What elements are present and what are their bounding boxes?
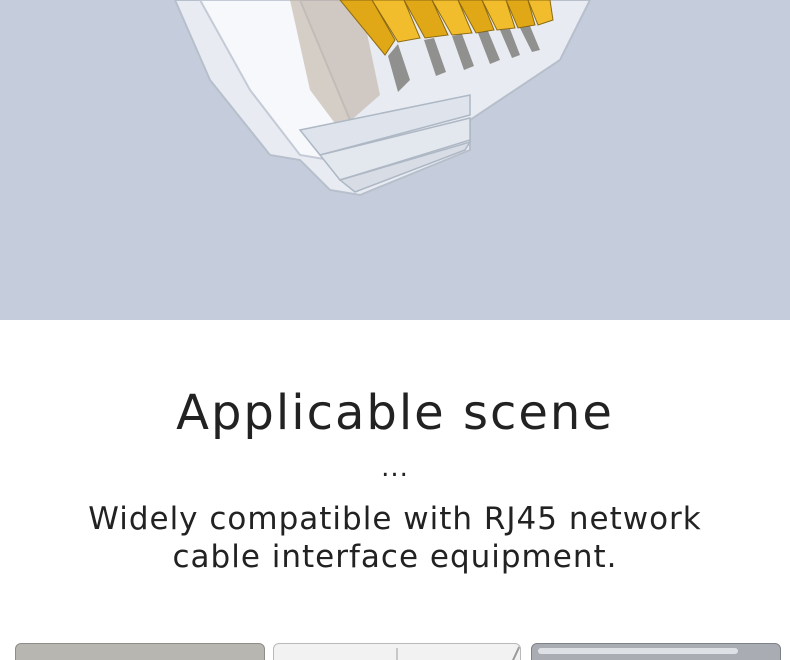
scene-thumbnail-2[interactable] <box>273 643 521 660</box>
title-dots: ... <box>381 453 409 483</box>
rj45-connector-image <box>173 0 592 197</box>
thumbnail-detail <box>509 646 520 660</box>
section-title: Applicable scene <box>176 385 614 441</box>
scene-thumbnail-1[interactable] <box>15 643 265 660</box>
thumbnail-detail <box>538 648 738 654</box>
hero-banner <box>0 0 790 320</box>
thumbnail-detail <box>396 648 398 660</box>
section-description: Widely compatible with RJ45 network cabl… <box>88 501 702 575</box>
scene-thumbnail-3[interactable] <box>531 643 781 660</box>
scene-thumbnails <box>0 643 790 660</box>
